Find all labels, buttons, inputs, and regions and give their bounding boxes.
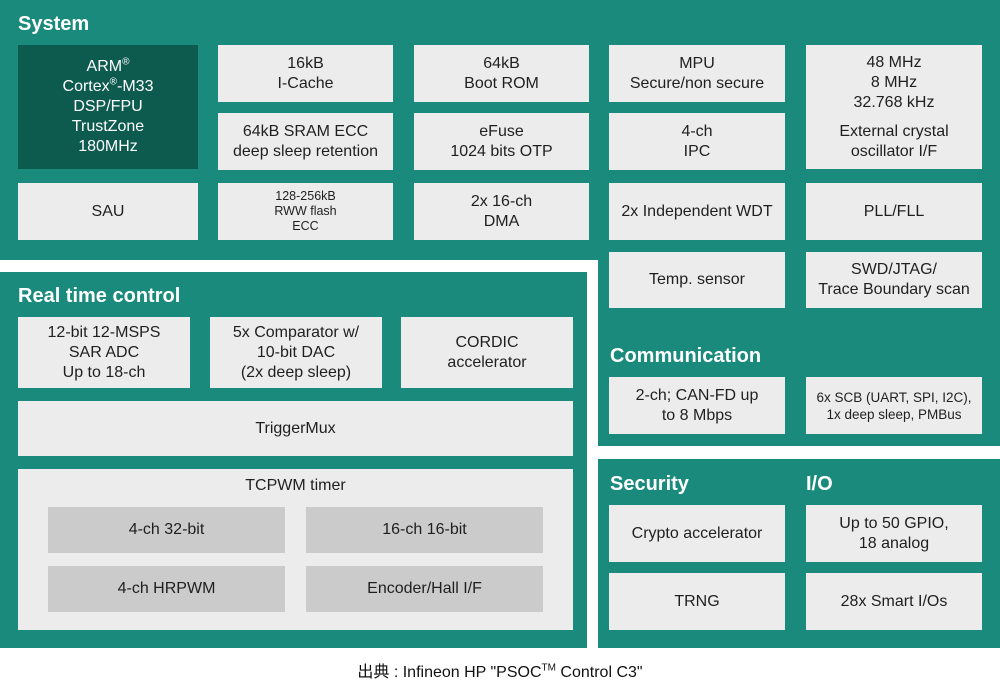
sau-block: SAU	[18, 183, 198, 240]
tcpwm-hrpwm: 4-ch HRPWM	[48, 566, 285, 612]
sram-block: 64kB SRAM ECC deep sleep retention	[218, 113, 393, 170]
scb-block: 6x SCB (UART, SPI, I2C), 1x deep sleep, …	[806, 377, 982, 434]
wdt-block: 2x Independent WDT	[609, 183, 785, 240]
swd-jtag-block: SWD/JTAG/ Trace Boundary scan	[806, 252, 982, 308]
dma-block: 2x 16-ch DMA	[414, 183, 589, 240]
tcpwm-16bit: 16-ch 16-bit	[306, 507, 543, 553]
cpu-arm: ARM	[86, 58, 123, 75]
cpu-cortex-reg: ®	[109, 76, 118, 88]
source-caption: 出典 : Infineon HP "PSOCTM Control C3"	[357, 662, 643, 681]
icache-block: 16kB I-Cache	[218, 45, 393, 102]
system-title: System	[18, 13, 90, 35]
io-title: I/O	[806, 473, 833, 495]
cpu-trustzone: TrustZone	[71, 118, 145, 135]
triggermux-block: TriggerMux	[18, 401, 573, 456]
ipc-block: 4-ch IPC	[609, 113, 785, 170]
boot-rom-block: 64kB Boot ROM	[414, 45, 589, 102]
cpu-arm-reg: ®	[122, 56, 130, 68]
flash-block: 128-256kB RWW flash ECC	[218, 183, 393, 240]
cpu-freq: 180MHz	[78, 138, 138, 155]
gpio-block: Up to 50 GPIO, 18 analog	[806, 505, 982, 562]
clock-oscillator-block: 48 MHz 8 MHz 32.768 kHz External crystal…	[806, 45, 982, 169]
tcpwm-32bit: 4-ch 32-bit	[48, 507, 285, 553]
realtime-title: Real time control	[18, 285, 181, 307]
cpu-core-block: ARM® Cortex®-M33 DSP/FPU TrustZone 180MH…	[18, 45, 198, 169]
cpu-dsp: DSP/FPU	[73, 98, 143, 115]
temp-sensor-block: Temp. sensor	[609, 252, 785, 308]
cpu-cortex: Cortex	[62, 78, 110, 95]
crypto-block: Crypto accelerator	[609, 505, 785, 562]
tcpwm-encoder: Encoder/Hall I/F	[306, 566, 543, 612]
mpu-block: MPU Secure/non secure	[609, 45, 785, 102]
trademark-sup: TM	[541, 662, 556, 674]
pll-block: PLL/FLL	[806, 183, 982, 240]
trng-block: TRNG	[609, 573, 785, 630]
can-fd-block: 2-ch; CAN-FD up to 8 Mbps	[609, 377, 785, 434]
comparator-block: 5x Comparator w/ 10-bit DAC (2x deep sle…	[210, 317, 382, 388]
tcpwm-title: TCPWM timer	[245, 477, 346, 494]
efuse-block: eFuse 1024 bits OTP	[414, 113, 589, 170]
adc-block: 12-bit 12-MSPS SAR ADC Up to 18-ch	[18, 317, 190, 388]
cordic-block: CORDIC accelerator	[401, 317, 573, 388]
security-title: Security	[610, 473, 689, 495]
cpu-m33: -M33	[117, 78, 154, 95]
smart-io-block: 28x Smart I/Os	[806, 573, 982, 630]
communication-title: Communication	[610, 345, 762, 367]
tcpwm-block: TCPWM timer 4-ch 32-bit 16-ch 16-bit 4-c…	[18, 469, 573, 630]
